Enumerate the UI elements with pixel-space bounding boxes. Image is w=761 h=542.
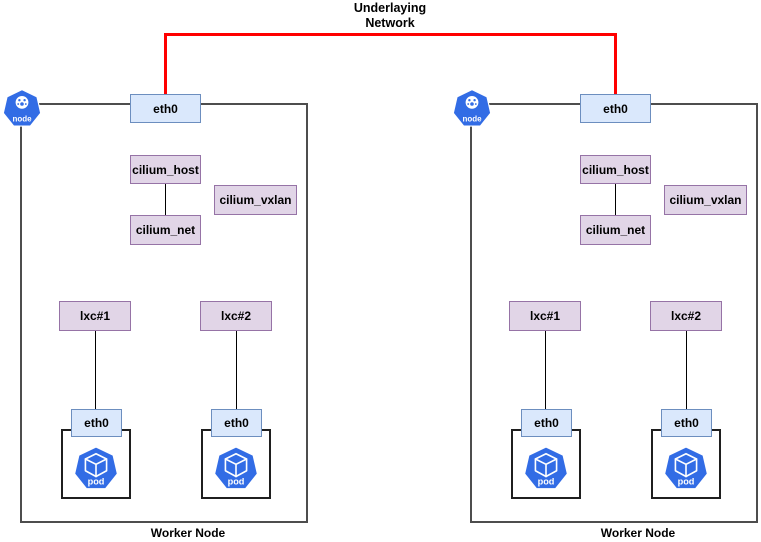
- underlay-network-link-horizontal: [164, 33, 617, 36]
- lxc1-interface: lxc#1: [59, 301, 131, 331]
- link-cilium-host-to-net: [615, 184, 616, 215]
- pod-icon-label: pod: [538, 477, 555, 487]
- pod1-eth0-interface: eth0: [521, 409, 572, 437]
- k8s-pod-icon: pod: [213, 446, 259, 490]
- underlay-network-link-left-drop: [164, 33, 167, 94]
- k8s-node-icon: node: [452, 89, 492, 127]
- cilium-host-interface: cilium_host: [130, 155, 201, 184]
- pod1-boundary: pod: [61, 429, 131, 499]
- cilium-net-interface: cilium_net: [580, 215, 651, 245]
- pod-icon-label: pod: [228, 477, 245, 487]
- title-line-1: Underlaying: [353, 1, 427, 15]
- worker-node-2: node eth0 cilium_host cilium_vxlan ciliu…: [452, 0, 758, 542]
- k8s-node-icon: node: [2, 89, 42, 127]
- link-lxc2-to-pod-eth0: [686, 331, 687, 409]
- worker-node-label: Worker Node: [600, 526, 676, 540]
- link-lxc1-to-pod-eth0: [95, 331, 96, 409]
- link-lxc1-to-pod-eth0: [545, 331, 546, 409]
- node-icon-label: node: [462, 115, 482, 124]
- diagram-title: Underlaying Network: [290, 1, 490, 31]
- eth0-uplink-interface: eth0: [130, 94, 201, 123]
- pod1-eth0-interface: eth0: [71, 409, 122, 437]
- cilium-vxlan-interface: cilium_vxlan: [664, 185, 747, 215]
- worker-node-1: node eth0 cilium_host cilium_vxlan ciliu…: [2, 0, 308, 542]
- pod-icon-label: pod: [678, 477, 695, 487]
- worker-node-label: Worker Node: [150, 526, 226, 540]
- cilium-host-interface: cilium_host: [580, 155, 651, 184]
- underlay-network-link-right-drop: [614, 33, 617, 94]
- k8s-pod-icon: pod: [73, 446, 119, 490]
- pod-icon-label: pod: [88, 477, 105, 487]
- pod2-eth0-interface: eth0: [661, 409, 712, 437]
- cilium-net-interface: cilium_net: [130, 215, 201, 245]
- lxc1-interface: lxc#1: [509, 301, 581, 331]
- lxc2-interface: lxc#2: [650, 301, 722, 331]
- lxc2-interface: lxc#2: [200, 301, 272, 331]
- link-cilium-host-to-net: [165, 184, 166, 215]
- k8s-pod-icon: pod: [663, 446, 709, 490]
- pod1-boundary: pod: [511, 429, 581, 499]
- title-line-2: Network: [365, 16, 415, 30]
- eth0-uplink-interface: eth0: [580, 94, 651, 123]
- k8s-pod-icon: pod: [523, 446, 569, 490]
- pod2-boundary: pod: [201, 429, 271, 499]
- pod2-boundary: pod: [651, 429, 721, 499]
- pod2-eth0-interface: eth0: [211, 409, 262, 437]
- link-lxc2-to-pod-eth0: [236, 331, 237, 409]
- node-icon-label: node: [12, 115, 32, 124]
- cilium-vxlan-interface: cilium_vxlan: [214, 185, 297, 215]
